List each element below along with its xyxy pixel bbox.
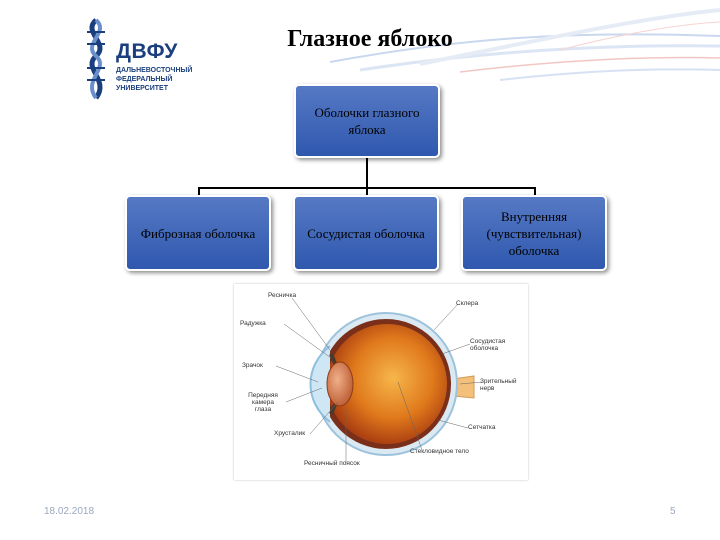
logo-name: ДВФУ (116, 40, 178, 63)
connector-left (198, 187, 200, 197)
node-fibrous: Фиброзная оболочка (125, 195, 271, 271)
university-logo: ДВФУ ДАЛЬНЕВОСТОЧНЫЙ ФЕДЕРАЛЬНЫЙ УНИВЕРС… (78, 18, 198, 100)
dna-helix-icon (87, 18, 105, 100)
connector-middle (366, 187, 368, 197)
eye-label-sclera: Склера (456, 300, 479, 307)
connector-root (366, 158, 368, 188)
node-vascular: Сосудистая оболочка (293, 195, 439, 271)
eye-label-anterior-chamber: Передняя камера глаза (248, 392, 278, 413)
logo-line-1: ДАЛЬНЕВОСТОЧНЫЙ (116, 67, 193, 74)
logo-line-3: УНИВЕРСИТЕТ (116, 85, 168, 92)
slide-title: Глазное яблоко (287, 26, 453, 52)
eye-label-ciliary: Ресничка (268, 292, 297, 299)
eyeball-cross-section-image (275, 297, 483, 464)
eye-label-zonule: Ресничный поясок (304, 460, 360, 467)
page-number: 5 (670, 506, 676, 517)
eye-label-vitreous: Стекловидное тело (410, 448, 469, 455)
node-inner: Внутренняя (чувствительная) оболочка (461, 195, 607, 271)
footer-date: 18.02.2018 (44, 506, 95, 517)
eye-label-lens: Хрусталик (274, 430, 306, 437)
eye-label-retina: Сетчатка (468, 424, 496, 431)
eye-illustration: Ресничка Радужка Зрачок Передняя камера … (234, 284, 528, 480)
eye-label-optic-nerve: Зрительный нерв (480, 378, 517, 392)
eye-label-choroid: Сосудистая оболочка (470, 338, 506, 352)
eye-label-iris: Радужка (240, 320, 266, 327)
eye-label-pupil: Зрачок (242, 362, 263, 369)
logo-line-2: ФЕДЕРАЛЬНЫЙ (116, 76, 173, 83)
connector-right (534, 187, 536, 197)
node-root: Оболочки глазного яблока (294, 84, 440, 158)
